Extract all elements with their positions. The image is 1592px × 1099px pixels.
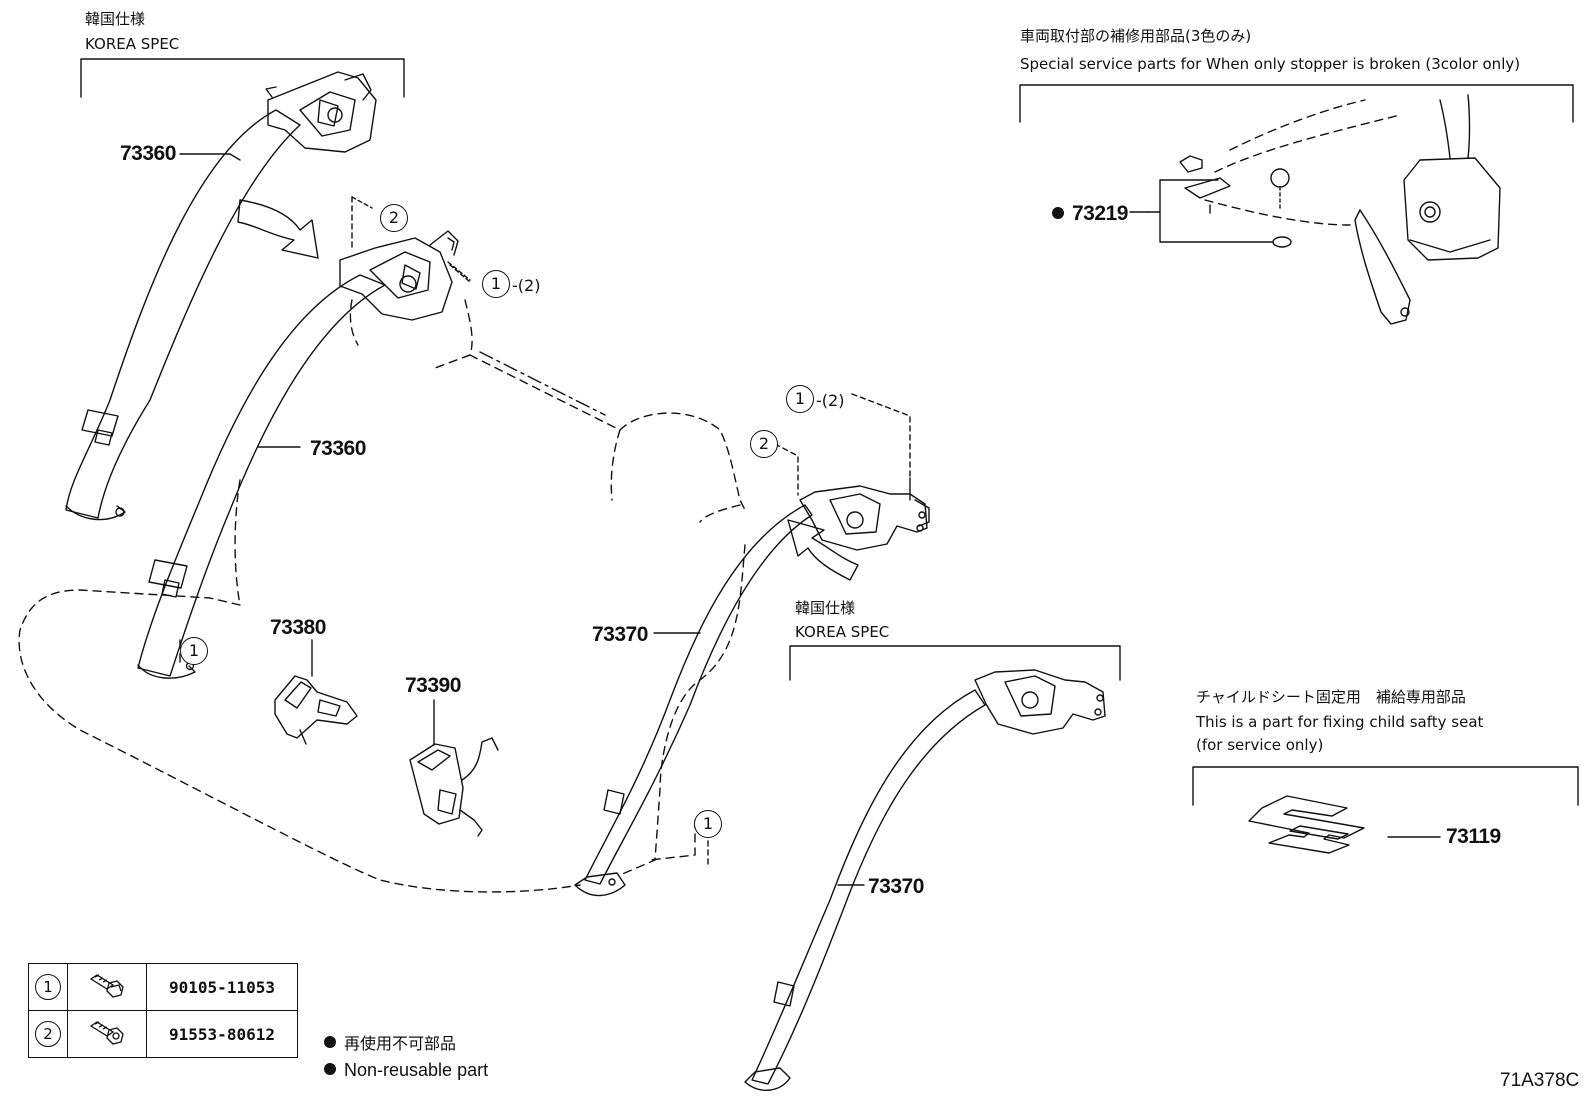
part-73360-middle[interactable]: 73360 bbox=[310, 437, 366, 460]
child-seat-title-en2: (for service only) bbox=[1196, 736, 1324, 754]
diagram-id: 71A378C bbox=[1500, 1070, 1580, 1091]
bullet-icon bbox=[324, 1063, 336, 1075]
child-seat-bracket bbox=[1192, 766, 1579, 806]
part-73380[interactable]: 73380 bbox=[270, 616, 326, 639]
bolt-icon bbox=[89, 974, 124, 998]
korea-spec-bracket-mid bbox=[789, 645, 1121, 681]
seat-outline-dashed bbox=[18, 299, 746, 893]
korea-spec-ja-mid: 韓国仕様 bbox=[795, 599, 856, 617]
child-seat-title-en1: This is a part for fixing child safty se… bbox=[1196, 713, 1484, 731]
legend-row: 1 90105-11053 bbox=[28, 963, 298, 1011]
part-73370-center[interactable]: 73370 bbox=[592, 623, 648, 646]
legend-part-2[interactable]: 91553-80612 bbox=[146, 1010, 298, 1058]
part-73390[interactable]: 73390 bbox=[405, 674, 461, 697]
callout-1-upper: 1 bbox=[482, 270, 510, 298]
callout-2-center: 2 bbox=[750, 430, 778, 458]
legend-callout-1: 1 bbox=[35, 974, 61, 1000]
korea-spec-ja-top: 韓国仕様 bbox=[85, 10, 146, 28]
callout-2-upper: 2 bbox=[380, 204, 408, 232]
callout-1-left: 1 bbox=[180, 637, 208, 665]
korea-spec-bracket-top bbox=[80, 58, 405, 98]
bolt-icon bbox=[89, 1021, 124, 1045]
part-73219[interactable]: 73219 bbox=[1052, 203, 1128, 224]
service-box-bracket bbox=[1019, 84, 1574, 123]
callout-1-lower: 1 bbox=[694, 810, 722, 838]
non-reusable-note-ja: 再使用不可部品 bbox=[324, 1036, 456, 1052]
legend-row: 2 91553-80612 bbox=[28, 1010, 298, 1058]
fastener-legend-table: 1 90105-11053 2 91553-80612 bbox=[28, 963, 298, 1058]
dash-dot-line bbox=[479, 351, 606, 416]
korea-spec-en-top: KOREA SPEC bbox=[85, 35, 180, 53]
part-73360-upper[interactable]: 73360 bbox=[120, 142, 176, 165]
callout-1-upper-qty: -(2) bbox=[512, 276, 541, 295]
callout-1-center-qty: -(2) bbox=[816, 391, 845, 410]
part-73219-number: 73219 bbox=[1072, 202, 1128, 225]
service-box-title-ja: 車両取付部の補修用部品(3色のみ) bbox=[1020, 27, 1252, 45]
buckle-73380 bbox=[274, 639, 358, 745]
seat-belt-73370-lower bbox=[744, 669, 1106, 1091]
non-reusable-bullet-icon bbox=[1052, 207, 1064, 219]
korea-spec-en-mid: KOREA SPEC bbox=[795, 623, 890, 641]
child-seat-title-ja: チャイルドシート固定用 補給専用部品 bbox=[1196, 688, 1466, 706]
leader-1-2-center bbox=[851, 393, 911, 479]
arrow-right bbox=[787, 519, 859, 581]
seat-belt-73360-upper bbox=[65, 71, 377, 521]
non-reusable-note-en: Non-reusable part bbox=[324, 1061, 488, 1079]
bullet-icon bbox=[324, 1036, 336, 1048]
leader-2-center bbox=[774, 443, 799, 496]
callout-1-center: 1 bbox=[786, 385, 814, 413]
seat-belt-73370-center bbox=[574, 477, 930, 897]
service-box-title-en: Special service parts for When only stop… bbox=[1020, 55, 1521, 73]
seat-belt-73360-middle bbox=[137, 230, 459, 679]
part-73119[interactable]: 73119 bbox=[1446, 825, 1501, 848]
leader-73360-upper bbox=[179, 153, 241, 161]
legend-part-1[interactable]: 90105-11053 bbox=[146, 963, 298, 1011]
service-stopper-drawing bbox=[1179, 94, 1501, 325]
part-73370-lower[interactable]: 73370 bbox=[868, 875, 924, 898]
child-seat-part-73119 bbox=[1248, 795, 1365, 854]
service-part-leader bbox=[1147, 179, 1273, 243]
buckle-73390 bbox=[409, 699, 499, 837]
legend-callout-2: 2 bbox=[35, 1021, 61, 1047]
arrow-left bbox=[237, 199, 319, 259]
